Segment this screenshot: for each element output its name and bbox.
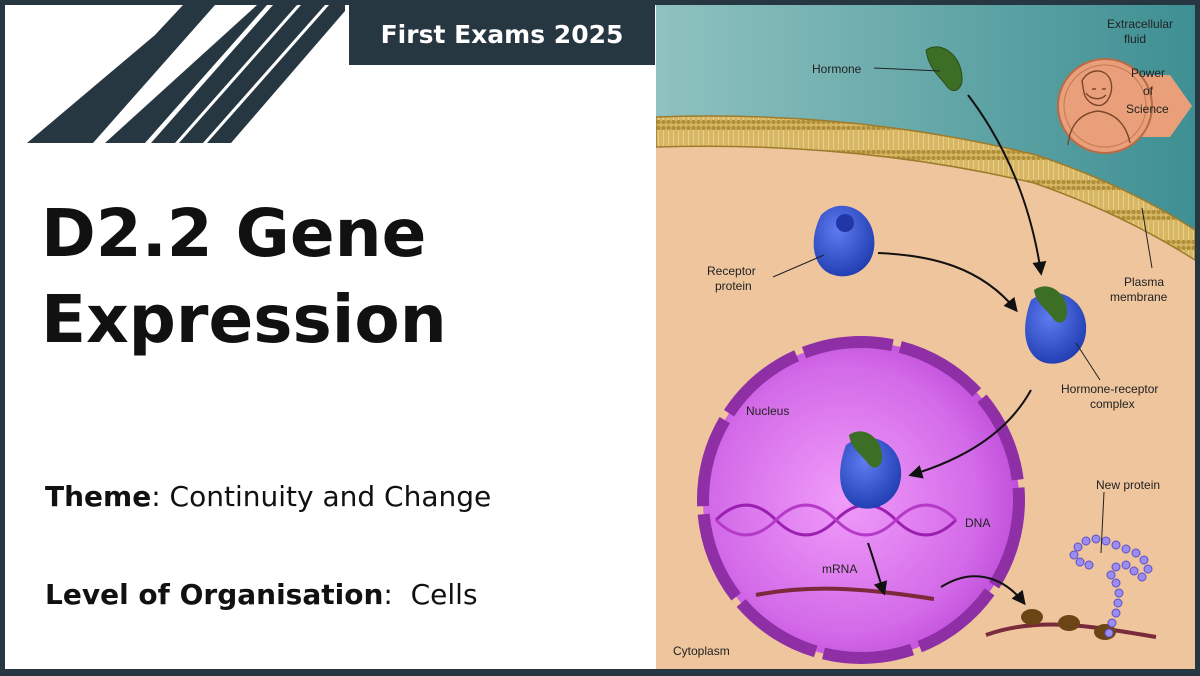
pathway-arrows — [867, 94, 1047, 606]
label-extracellular-1: Extracellular — [1107, 17, 1173, 31]
label-new-protein: New protein — [1096, 478, 1160, 492]
title-line-2: Expression — [41, 281, 447, 358]
label-plasma-1: Plasma — [1124, 275, 1164, 289]
badge-line-1: Power — [1131, 66, 1165, 80]
label-complex-1: Hormone-receptor — [1061, 382, 1158, 396]
extracellular-fluid-region — [656, 5, 1195, 230]
exam-year-banner: First Exams 2025 — [349, 5, 655, 65]
decorative-stripes — [27, 5, 345, 143]
nuclear-hormone-receptor-complex — [840, 431, 902, 509]
label-dna: DNA — [965, 516, 990, 530]
dna-helix — [714, 503, 958, 537]
mrna-strand — [755, 586, 935, 601]
portrait-icon — [1067, 70, 1131, 146]
label-mrna: mRNA — [822, 562, 857, 576]
theme-value: : Continuity and Change — [151, 480, 492, 513]
theme-line: Theme: Continuity and Change — [45, 480, 491, 513]
hormone-receptor-complex — [1025, 286, 1087, 364]
label-receptor-2: protein — [715, 279, 752, 293]
label-nucleus: Nucleus — [746, 404, 789, 418]
label-plasma-2: membrane — [1110, 290, 1168, 304]
badge-line-3: Science — [1126, 102, 1169, 116]
label-leader-lines — [772, 67, 1153, 554]
receptor-protein — [813, 205, 875, 277]
label-hormone: Hormone — [812, 62, 862, 76]
level-value: : Cells — [383, 578, 478, 611]
theme-label: Theme — [45, 480, 152, 513]
plasma-membrane — [656, 115, 1195, 261]
new-protein-chain — [1069, 534, 1153, 638]
level-line: Level of Organisation: Cells — [45, 578, 478, 611]
label-extracellular-2: fluid — [1124, 32, 1146, 46]
label-complex-2: complex — [1090, 397, 1135, 411]
label-cytoplasm: Cytoplasm — [673, 644, 730, 658]
hormone-signalling-diagram: Extracellular fluid Hormone Receptor pro… — [656, 5, 1195, 669]
power-of-science-badge: Power of Science — [1057, 58, 1192, 154]
page-title: D2.2 Gene Expression — [41, 191, 641, 363]
title-line-1: D2.2 Gene — [41, 195, 427, 272]
level-label: Level of Organisation — [45, 578, 384, 611]
badge-line-2: of — [1143, 84, 1154, 98]
label-receptor-1: Receptor — [707, 264, 756, 278]
slide: First Exams 2025 D2.2 Gene Expression Th… — [5, 5, 1195, 669]
